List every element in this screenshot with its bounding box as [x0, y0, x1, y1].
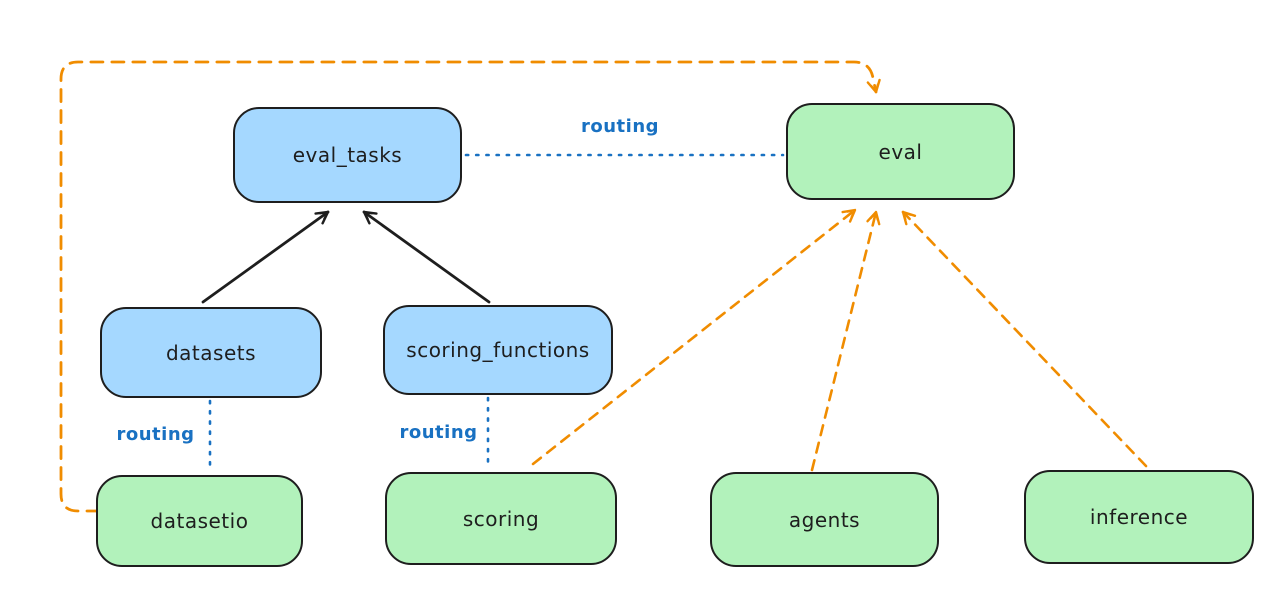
node-agents-label: agents: [788, 507, 861, 532]
node-eval: eval: [786, 103, 1015, 200]
edge-inference-to-eval: [901, 210, 1148, 468]
node-scoring-label: scoring: [462, 506, 540, 531]
node-datasets: datasets: [100, 307, 322, 398]
node-inference-label: inference: [1089, 505, 1189, 529]
edge-label-eval-tasks-to-eval: routing: [580, 116, 660, 137]
node-inference: inference: [1024, 470, 1254, 564]
node-eval-label: eval: [878, 139, 923, 164]
edge-label-scoring-functions-to-scoring: routing: [399, 422, 478, 443]
edge-agents-to-eval: [810, 210, 881, 472]
node-agents: agents: [710, 472, 939, 567]
node-scoring: scoring: [385, 472, 617, 565]
node-datasetio: datasetio: [96, 475, 303, 567]
node-datasets-label: datasets: [165, 340, 257, 365]
node-scoring-functions: scoring_functions: [383, 305, 613, 395]
node-eval-tasks-label: eval_tasks: [292, 143, 403, 167]
node-eval-tasks: eval_tasks: [233, 107, 462, 203]
edge-scoring-functions-to-eval-tasks: [362, 210, 491, 304]
edge-datasets-to-eval-tasks: [201, 210, 330, 304]
edge-label-datasets-to-datasetio: routing: [116, 424, 195, 445]
node-datasetio-label: datasetio: [150, 509, 249, 533]
node-scoring-functions-label: scoring_functions: [406, 338, 590, 362]
